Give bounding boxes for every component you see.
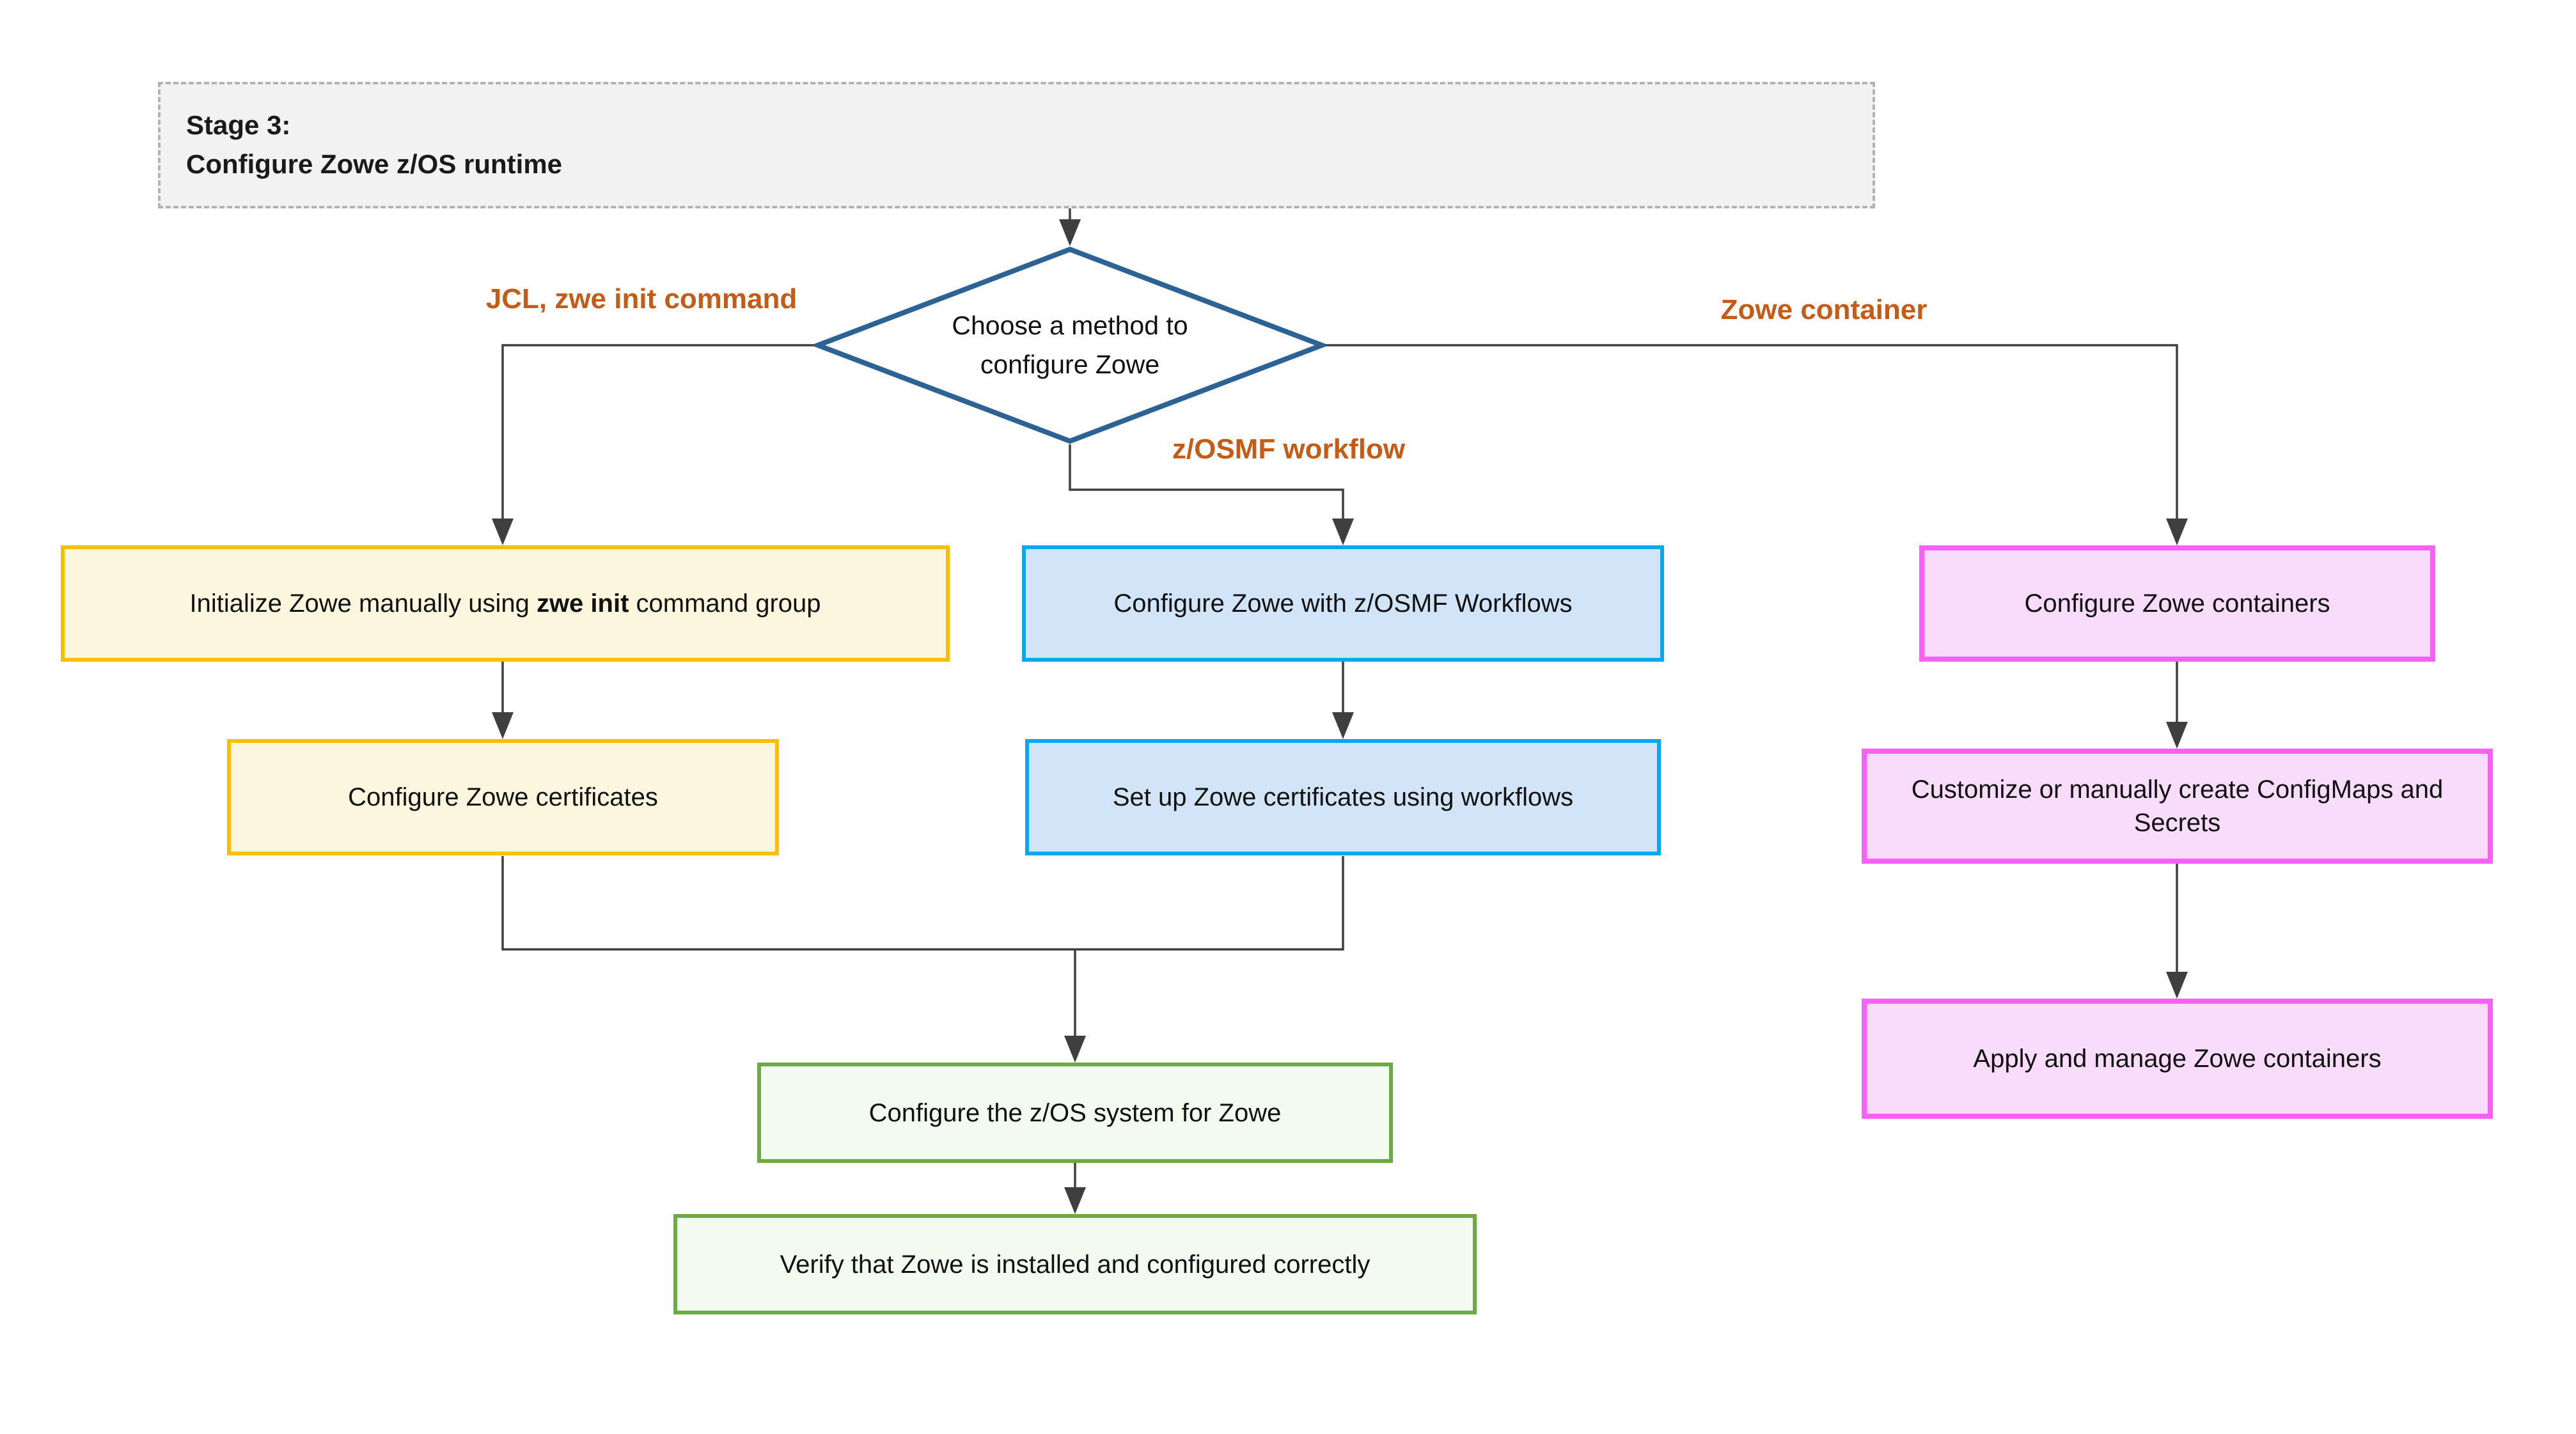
node-customize-configmaps-label: Customize or manually create ConfigMaps … (1911, 775, 2444, 837)
node-verify-installation: Verify that Zowe is installed and config… (673, 1214, 1477, 1314)
decision-label: Choose a method to configure Zowe (814, 246, 1326, 444)
init-zowe-emphasis: zwe init (536, 589, 629, 618)
branch-label-zosmf-workflow: z/OSMF workflow (1172, 433, 1406, 465)
node-configure-certificates-label: Configure Zowe certificates (348, 783, 658, 811)
node-apply-manage-containers: Apply and manage Zowe containers (1862, 999, 2493, 1119)
connector-zosmf-to-setup-certificates (1332, 662, 1354, 739)
node-configure-zos-label: Configure the z/OS system for Zowe (868, 1098, 1282, 1127)
node-initialize-zowe-label: Initialize Zowe manually using zwe init … (189, 587, 821, 620)
node-zosmf-workflows-label: Configure Zowe with z/OSMF Workflows (1113, 589, 1573, 618)
stage-header: Stage 3: Configure Zowe z/OS runtime (158, 82, 1875, 208)
node-initialize-zowe-manually: Initialize Zowe manually using zwe init … (61, 545, 950, 662)
stage-title-line1: Stage 3: (186, 110, 291, 141)
connector-configure-zos-to-verify (1064, 1163, 1086, 1214)
connector-decision-to-configure-containers (1326, 344, 2188, 545)
node-configure-containers-label: Configure Zowe containers (2024, 589, 2330, 618)
node-setup-certificates-workflows: Set up Zowe certificates using workflows (1025, 739, 1661, 855)
branch-label-zowe-container: Zowe container (1720, 294, 1928, 325)
init-zowe-suffix: command group (629, 589, 821, 618)
decision-diamond-shape (814, 246, 1326, 444)
decision-label-line2: configure Zowe (980, 350, 1160, 379)
connector-merge-to-configure-zos (501, 856, 1344, 1063)
node-configure-zowe-zosmf-workflows: Configure Zowe with z/OSMF Workflows (1022, 545, 1664, 662)
node-apply-manage-label: Apply and manage Zowe containers (1973, 1045, 2382, 1073)
init-zowe-prefix: Initialize Zowe manually using (189, 589, 537, 618)
node-verify-label: Verify that Zowe is installed and config… (780, 1250, 1370, 1279)
connector-stage-to-decision (1059, 208, 1081, 246)
node-setup-certificates-label: Set up Zowe certificates using workflows (1112, 783, 1574, 811)
connector-decision-to-init-zowe (492, 344, 814, 545)
stage-title-line2: Configure Zowe z/OS runtime (186, 149, 563, 179)
decision-label-line1: Choose a method to (952, 310, 1188, 340)
node-customize-configmaps-secrets: Customize or manually create ConfigMaps … (1862, 749, 2493, 864)
connector-containers-to-configmaps (2166, 662, 2188, 749)
branch-label-jcl-zwe-init: JCL, zwe init command (485, 283, 797, 315)
node-configure-zowe-certificates: Configure Zowe certificates (227, 739, 779, 855)
node-configure-zos-system: Configure the z/OS system for Zowe (757, 1063, 1393, 1163)
connector-init-zowe-to-certificates (492, 662, 514, 739)
connector-configmaps-to-apply (2166, 864, 2188, 999)
decision-choose-method: Choose a method to configure Zowe (814, 246, 1326, 444)
node-configure-zowe-containers: Configure Zowe containers (1919, 545, 2435, 662)
